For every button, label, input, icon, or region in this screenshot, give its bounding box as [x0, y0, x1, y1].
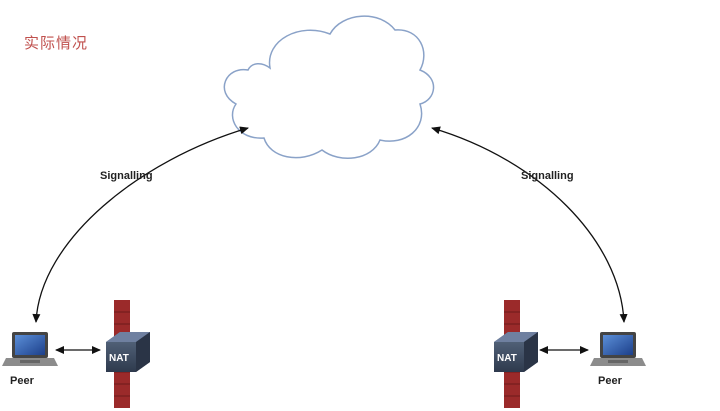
signalling-label-left: Signalling [100, 170, 153, 182]
nat-device-icon-right: NAT [494, 332, 538, 372]
nat-label-right: NAT [497, 353, 517, 364]
cloud-icon [223, 15, 435, 159]
peer-label-right: Peer [598, 375, 622, 387]
laptop-icon-left [2, 332, 58, 366]
signalling-label-right: Signalling [521, 170, 574, 182]
page-title: 实际情况 [24, 34, 89, 52]
peer-label-left: Peer [10, 375, 34, 387]
laptop-icon-right [590, 332, 646, 366]
signalling-arrow-right [431, 126, 628, 323]
signalling-arrow-left [32, 126, 249, 323]
nat-label-left: NAT [109, 353, 129, 364]
nat-device-icon-left: NAT [106, 332, 150, 372]
